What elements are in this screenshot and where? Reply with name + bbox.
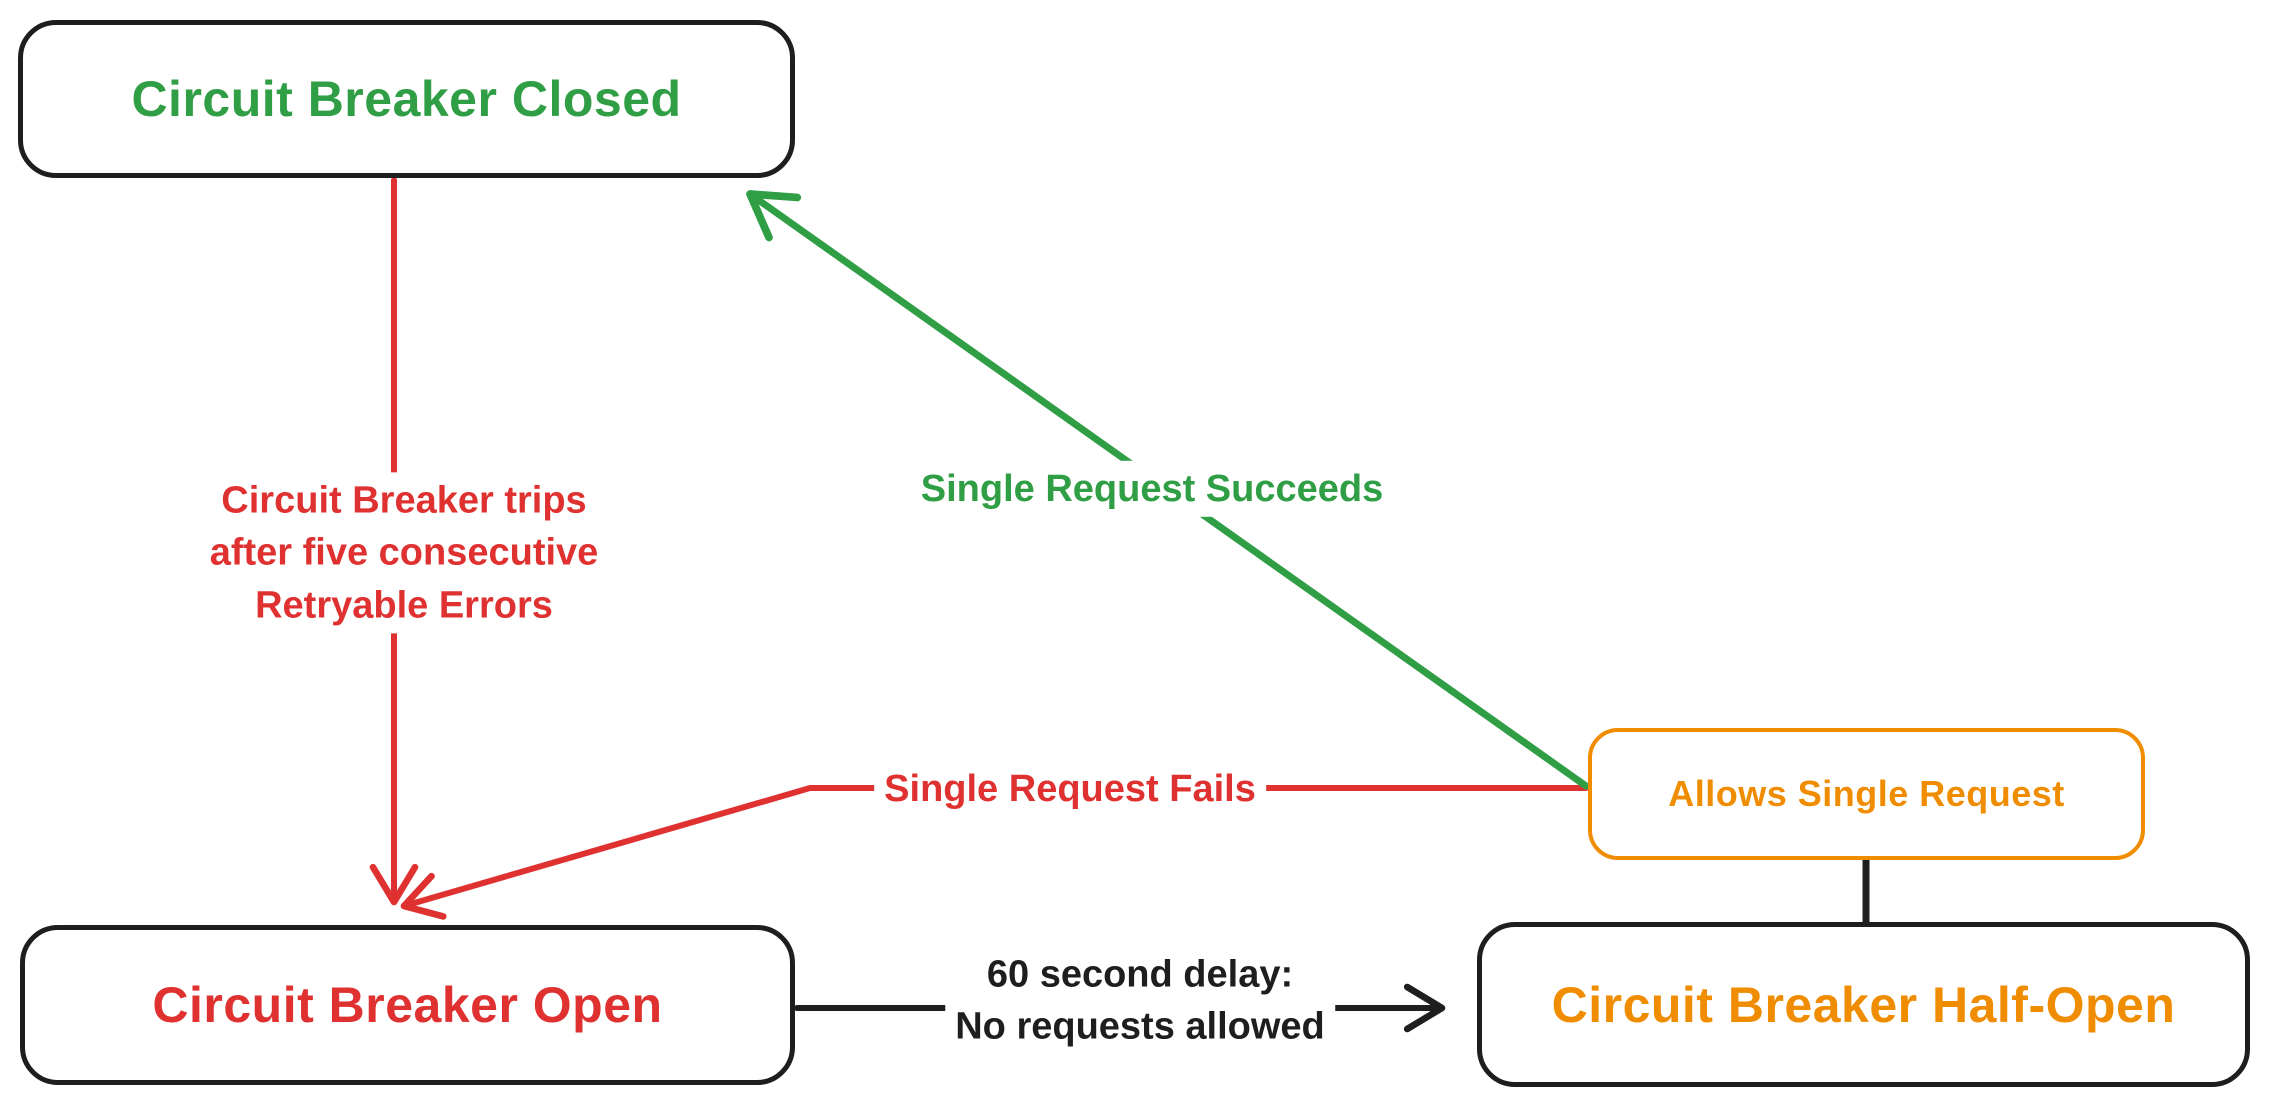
trip-edge-label-line3: Retryable Errors (255, 584, 553, 627)
node-circuit-breaker-half-open-label: Circuit Breaker Half-Open (1551, 976, 2176, 1033)
node-circuit-breaker-closed-label: Circuit Breaker Closed (131, 71, 682, 127)
node-allows-single-request-label: Allows Single Request (1668, 773, 2065, 814)
delay-edge-label: 60 second delay: No requests allowed (945, 946, 1335, 1056)
node-circuit-breaker-closed: Circuit Breaker Closed (18, 20, 795, 178)
fails-arrow (400, 785, 1589, 920)
trip-edge-label-line2: after five consecutive (209, 531, 599, 574)
delay-edge-label-line1: 60 second delay: (986, 953, 1294, 996)
delay-edge-label-line2: No requests allowed (955, 1006, 1325, 1048)
fails-edge-label: Single Request Fails (874, 760, 1266, 818)
node-circuit-breaker-open: Circuit Breaker Open (20, 925, 795, 1085)
node-circuit-breaker-open-label: Circuit Breaker Open (152, 977, 663, 1033)
node-allows-single-request: Allows Single Request (1588, 728, 2145, 860)
node-circuit-breaker-half-open: Circuit Breaker Half-Open (1477, 922, 2250, 1087)
trip-edge-label-line1: Circuit Breaker trips (221, 479, 587, 522)
trip-edge-label: Circuit Breaker trips after five consecu… (199, 472, 609, 634)
succeeds-edge-label: Single Request Succeeds (910, 460, 1394, 518)
